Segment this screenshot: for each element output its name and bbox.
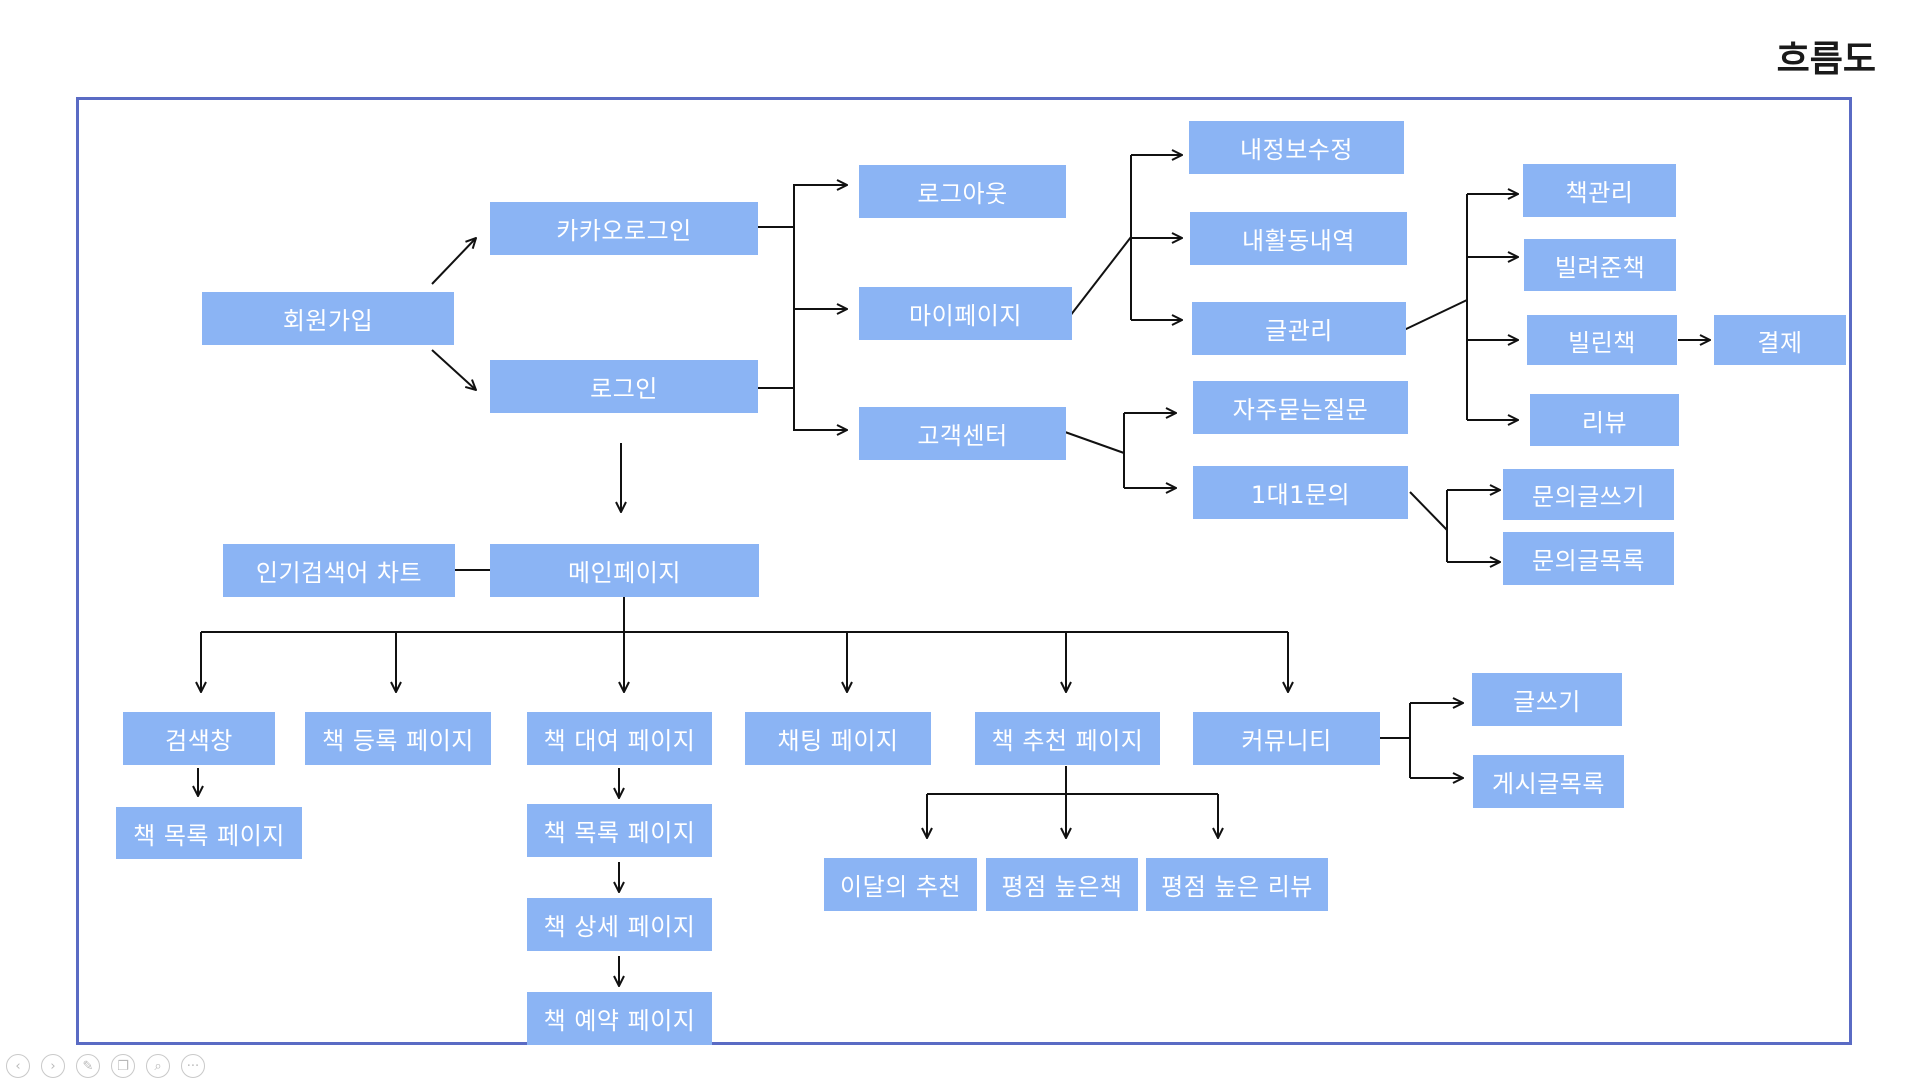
node-book-recommend: 책 추천 페이지 <box>975 712 1160 765</box>
node-mypage: 마이페이지 <box>859 287 1072 340</box>
node-borrowed-book: 빌린책 <box>1527 315 1677 365</box>
node-post-manage: 글관리 <box>1192 302 1406 355</box>
node-edit-info: 내정보수정 <box>1189 121 1404 174</box>
node-payment: 결제 <box>1714 315 1846 365</box>
node-book-detail: 책 상세 페이지 <box>527 898 712 951</box>
node-book-register: 책 등록 페이지 <box>305 712 491 765</box>
arrow-signup-login <box>431 349 476 390</box>
node-post-list: 게시글목록 <box>1473 755 1624 808</box>
node-review: 리뷰 <box>1530 394 1679 446</box>
more-icon[interactable]: ··· <box>181 1054 205 1078</box>
node-signup: 회원가입 <box>202 292 454 345</box>
next-slide-icon[interactable]: › <box>41 1054 65 1078</box>
node-chat: 채팅 페이지 <box>745 712 931 765</box>
zoom-icon[interactable]: ⌕ <box>146 1054 170 1078</box>
node-month-pick: 이달의 추천 <box>824 858 977 911</box>
node-write: 글쓰기 <box>1472 673 1622 726</box>
node-search: 검색창 <box>123 712 275 765</box>
node-community: 커뮤니티 <box>1193 712 1380 765</box>
node-one-on-one: 1대1문의 <box>1193 466 1408 519</box>
node-book-rent: 책 대여 페이지 <box>527 712 712 765</box>
branch-bus <box>793 184 847 431</box>
node-popular-chart: 인기검색어 차트 <box>223 544 455 597</box>
node-kakao-login: 카카오로그인 <box>490 202 758 255</box>
prev-slide-icon[interactable]: ‹ <box>6 1054 30 1078</box>
page-title: 흐름도 <box>1776 39 1876 80</box>
slide-toolbar: ‹ › ✎ ❐ ⌕ ··· <box>6 1054 205 1080</box>
node-book-reserve: 책 예약 페이지 <box>527 992 712 1045</box>
node-top-books: 평점 높은책 <box>986 858 1138 911</box>
node-activity: 내활동내역 <box>1190 212 1407 265</box>
node-book-list-b: 책 목록 페이지 <box>527 804 712 857</box>
node-book-list-a: 책 목록 페이지 <box>116 807 302 859</box>
diagram-frame <box>76 97 1852 1045</box>
pen-icon[interactable]: ✎ <box>76 1054 100 1078</box>
node-main-page: 메인페이지 <box>490 544 759 597</box>
line-mypage-bus <box>1069 236 1132 317</box>
node-login: 로그인 <box>490 360 758 413</box>
node-book-manage: 책관리 <box>1523 164 1676 217</box>
node-faq: 자주묻는질문 <box>1193 381 1408 434</box>
node-customer-center: 고객센터 <box>859 407 1066 460</box>
node-inquiry-list: 문의글목록 <box>1503 532 1674 585</box>
copy-icon[interactable]: ❐ <box>111 1054 135 1078</box>
node-inquiry-write: 문의글쓰기 <box>1503 469 1674 520</box>
node-lend-book: 빌려준책 <box>1524 239 1676 291</box>
node-top-reviews: 평점 높은 리뷰 <box>1146 858 1328 911</box>
node-logout: 로그아웃 <box>859 165 1066 218</box>
line-inquiry-bus <box>1409 491 1448 531</box>
line-post-bus <box>1403 299 1468 331</box>
arrow-signup-kakao <box>431 238 476 285</box>
line-customer-bus <box>1064 431 1125 454</box>
